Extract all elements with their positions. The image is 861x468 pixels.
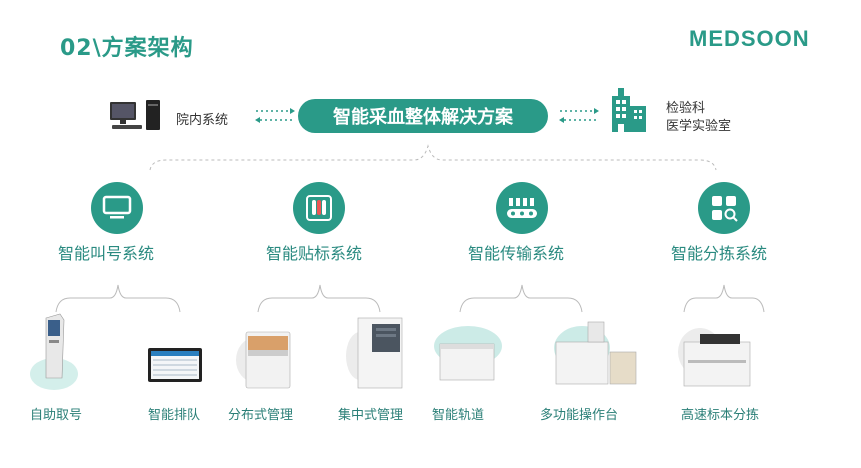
hospital-system-label: 院内系统	[176, 113, 229, 128]
device-label-distributed: 分布式管理	[228, 408, 294, 423]
system-label-sorting: 智能分拣系统	[671, 244, 768, 263]
sorter-machine-icon	[676, 322, 756, 396]
device-label-centralized: 集中式管理	[338, 408, 404, 423]
lab-label: 检验科 医学实验室	[666, 100, 731, 136]
device-label-track: 智能轨道	[432, 408, 485, 423]
cabinet-machine-icon	[346, 316, 408, 396]
kiosk-icon	[28, 312, 80, 396]
device-label-sorter: 高速标本分拣	[681, 408, 760, 423]
system-label-calling: 智能叫号系统	[58, 244, 155, 263]
workstation-icon	[552, 318, 642, 394]
device-label-workstation: 多功能操作台	[540, 408, 619, 423]
solution-title-pill: 智能采血整体解决方案	[298, 99, 548, 133]
labeling-machine-icon	[234, 318, 294, 398]
brand-logo: MEDSOON	[689, 26, 810, 51]
device-label-queue: 智能排队	[148, 408, 201, 423]
monitor-icon	[91, 182, 143, 234]
lab-label-line2: 医学实验室	[666, 119, 732, 134]
system-label-transfer: 智能传输系统	[468, 244, 565, 263]
track-icon	[434, 322, 502, 390]
building-icon	[604, 86, 652, 138]
test-tubes-icon	[293, 182, 345, 234]
queue-display-icon	[146, 346, 204, 390]
lab-label-line1: 检验科	[666, 101, 706, 116]
page-title: 02\方案架构	[60, 36, 194, 61]
sorting-grid-icon	[698, 182, 750, 234]
system-label-labeling: 智能贴标系统	[266, 244, 363, 263]
desktop-computer-icon	[108, 98, 168, 138]
conveyor-icon	[496, 182, 548, 234]
device-label-kiosk: 自助取号	[30, 408, 83, 423]
